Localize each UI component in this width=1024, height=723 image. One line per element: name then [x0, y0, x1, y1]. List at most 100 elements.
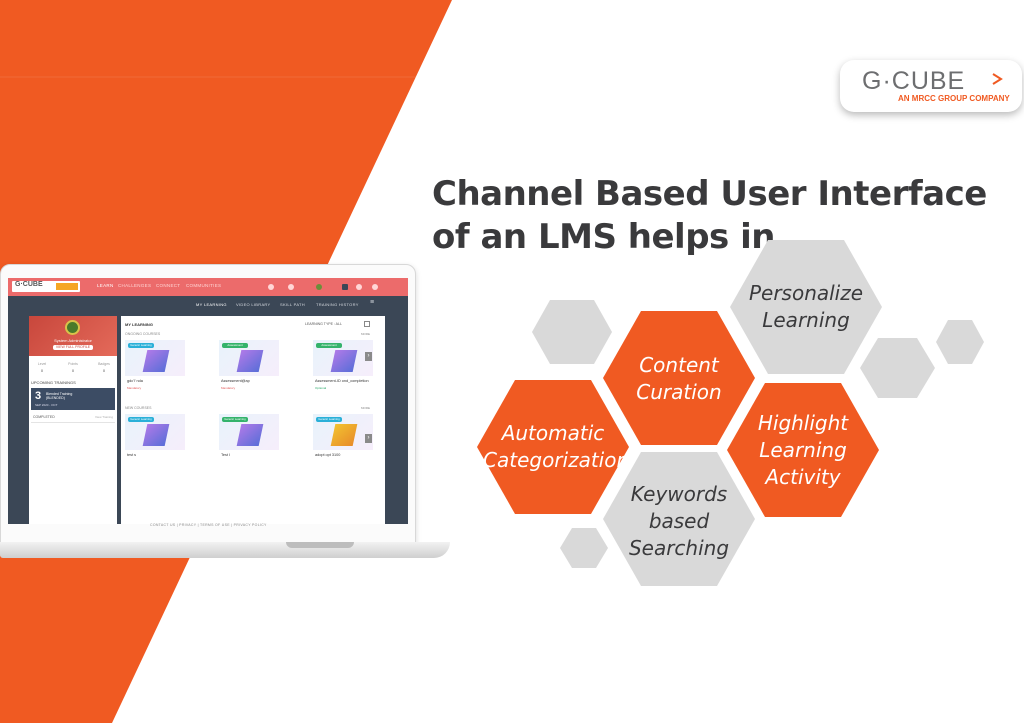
- label-line: Categorization: [483, 448, 630, 472]
- course-tag: Generic Learning: [222, 417, 248, 422]
- decor-hex: [560, 528, 608, 568]
- user-avatar-icon[interactable]: [316, 284, 322, 290]
- course-tag: Generic Learning: [128, 343, 154, 348]
- upcoming-training-name: Blended Training: [46, 392, 73, 396]
- course-title: Assessment@ap: [221, 379, 250, 383]
- nav-connect[interactable]: CONNECT: [156, 283, 181, 288]
- course-status: Mandatory: [127, 386, 142, 390]
- label-highlight-learning-activity: Highlight Learning Activity: [733, 410, 873, 491]
- lms-top-bar: G·CUBE LEARN CHALLENGES CONNECT COMMUNIT…: [8, 278, 408, 296]
- course-status: Optional: [315, 386, 327, 390]
- upcoming-training-card[interactable]: 3 Blended Training (BLENDED) SEP 2020 - …: [31, 388, 115, 410]
- tab-my-learning[interactable]: MY LEARNING: [196, 302, 227, 307]
- completed-row[interactable]: COMPLETED View Training: [31, 414, 115, 423]
- ongoing-courses-label: ONGOING COURSES: [125, 332, 161, 336]
- course-tag: Generic Learning: [316, 417, 342, 422]
- more-link[interactable]: MORE: [361, 406, 370, 410]
- course-title: gdc'l' nda: [127, 379, 143, 383]
- course-title: Assessment-ID ond_completion: [315, 379, 369, 383]
- new-courses-label: NEW COURSES: [125, 406, 152, 410]
- hex-automatic-categorization: [477, 380, 629, 514]
- course-thumbnail: Generic Learning: [313, 414, 373, 450]
- label-line: Activity: [765, 465, 841, 489]
- label-line: Searching: [628, 536, 730, 560]
- course-card[interactable]: Generic Learning gdc'l' nda Mandatory: [125, 340, 185, 392]
- label-automatic-categorization: Automatic Categorization: [483, 420, 630, 474]
- label-line: Content: [639, 353, 719, 377]
- course-tag: Assessment: [316, 343, 342, 348]
- course-card[interactable]: Generic Learning Test I: [219, 414, 279, 464]
- hex-content-curation: [603, 311, 755, 445]
- stat-value: 0: [40, 368, 44, 373]
- nav-communities[interactable]: COMMUNITIES: [186, 283, 222, 288]
- course-card[interactable]: Assessment Assessment-ID ond_completion …: [313, 340, 373, 392]
- notification-icon[interactable]: [268, 284, 274, 290]
- course-card[interactable]: Generic Learning adopt opt 3100: [313, 414, 373, 464]
- upcoming-training-date: SEP 2020 - OCT: [35, 403, 58, 407]
- label-line: Learning: [759, 438, 847, 462]
- carousel-next-button[interactable]: ›: [365, 352, 372, 361]
- lms-sub-nav: MY LEARNING VIDEO LIBRARY SKILL PATH TRA…: [8, 296, 408, 313]
- menu-icon[interactable]: ≡: [370, 299, 375, 306]
- carousel-next-button[interactable]: ›: [365, 434, 372, 443]
- course-art: [330, 424, 358, 446]
- stat-value: 0: [102, 368, 106, 373]
- label-line: Learning: [762, 308, 850, 332]
- grid-view-icon[interactable]: [364, 321, 370, 327]
- course-card[interactable]: Assessment Assessment@ap Mandatory: [219, 340, 279, 392]
- tab-training-history[interactable]: TRAINING HISTORY: [316, 302, 359, 307]
- upcoming-trainings-title: UPCOMING TRAININGS: [31, 380, 76, 385]
- headline-line-2: of an LMS helps in: [432, 217, 776, 257]
- course-card[interactable]: Generic Learning test s: [125, 414, 185, 464]
- label-personalize-learning: Personalize Learning: [736, 280, 876, 334]
- lms-footer-links: CONTACT US | PRIVACY | TERMS OF USE | PR…: [150, 523, 267, 527]
- course-title: adopt opt 3100: [315, 453, 341, 457]
- lms-screen: G·CUBE LEARN CHALLENGES CONNECT COMMUNIT…: [8, 278, 408, 524]
- course-thumbnail: Generic Learning: [219, 414, 279, 450]
- profile-name: System Administrator: [54, 338, 92, 343]
- hex-highlight-learning-activity: [727, 383, 879, 517]
- stat-value: 0: [71, 368, 75, 373]
- hex-keywords-searching: [603, 452, 755, 586]
- course-title: Test I: [221, 453, 231, 457]
- upcoming-count: 3: [35, 390, 42, 402]
- stat-label: Level: [37, 362, 47, 366]
- decor-hex: [860, 338, 935, 398]
- logo-wordmark: G·CUBE: [862, 67, 966, 95]
- lms-logo-badge: [56, 283, 78, 290]
- course-thumbnail: Assessment: [219, 340, 279, 376]
- language-icon[interactable]: [288, 284, 294, 290]
- lms-logo: G·CUBE: [12, 281, 80, 292]
- headline: Channel Based User Interface of an LMS h…: [432, 173, 992, 259]
- messages-icon[interactable]: [342, 284, 348, 290]
- tab-video-library[interactable]: VIDEO LIBRARY: [236, 302, 271, 307]
- upcoming-training-type: (BLENDED): [46, 396, 65, 400]
- learning-type-filter[interactable]: LEARNING TYPE : ALL: [305, 322, 342, 326]
- more-link[interactable]: MORE: [361, 332, 370, 336]
- view-profile-button[interactable]: VIEW FULL PROFILE: [53, 345, 93, 350]
- course-thumbnail: Generic Learning: [125, 414, 185, 450]
- view-training-link[interactable]: View Training: [95, 415, 113, 419]
- gcube-logo: G·CUBE AN MRCC GROUP COMPANY: [840, 60, 1022, 112]
- nav-learn[interactable]: LEARN: [97, 283, 114, 288]
- tab-skill-path[interactable]: SKILL PATH: [280, 302, 305, 307]
- nav-challenges[interactable]: CHALLENGES: [118, 283, 152, 288]
- label-line: Automatic: [501, 421, 605, 445]
- completed-label: COMPLETED: [33, 415, 55, 419]
- course-thumbnail: Assessment: [313, 340, 373, 376]
- course-art: [236, 424, 264, 446]
- avatar[interactable]: [65, 320, 80, 335]
- upcoming-training-title: Blended Training (BLENDED): [46, 392, 72, 400]
- decor-hex: [532, 300, 612, 364]
- course-tag: Assessment: [222, 343, 248, 348]
- help-icon[interactable]: [356, 284, 362, 290]
- label-content-curation: Content Curation: [609, 352, 749, 406]
- search-icon[interactable]: [372, 284, 378, 290]
- course-art: [142, 350, 170, 372]
- laptop-notch: [286, 542, 354, 548]
- headline-line-1: Channel Based User Interface: [432, 174, 987, 214]
- profile-panel: System Administrator VIEW FULL PROFILE L…: [29, 316, 117, 524]
- label-line: based: [648, 509, 710, 533]
- course-title: test s: [127, 453, 137, 457]
